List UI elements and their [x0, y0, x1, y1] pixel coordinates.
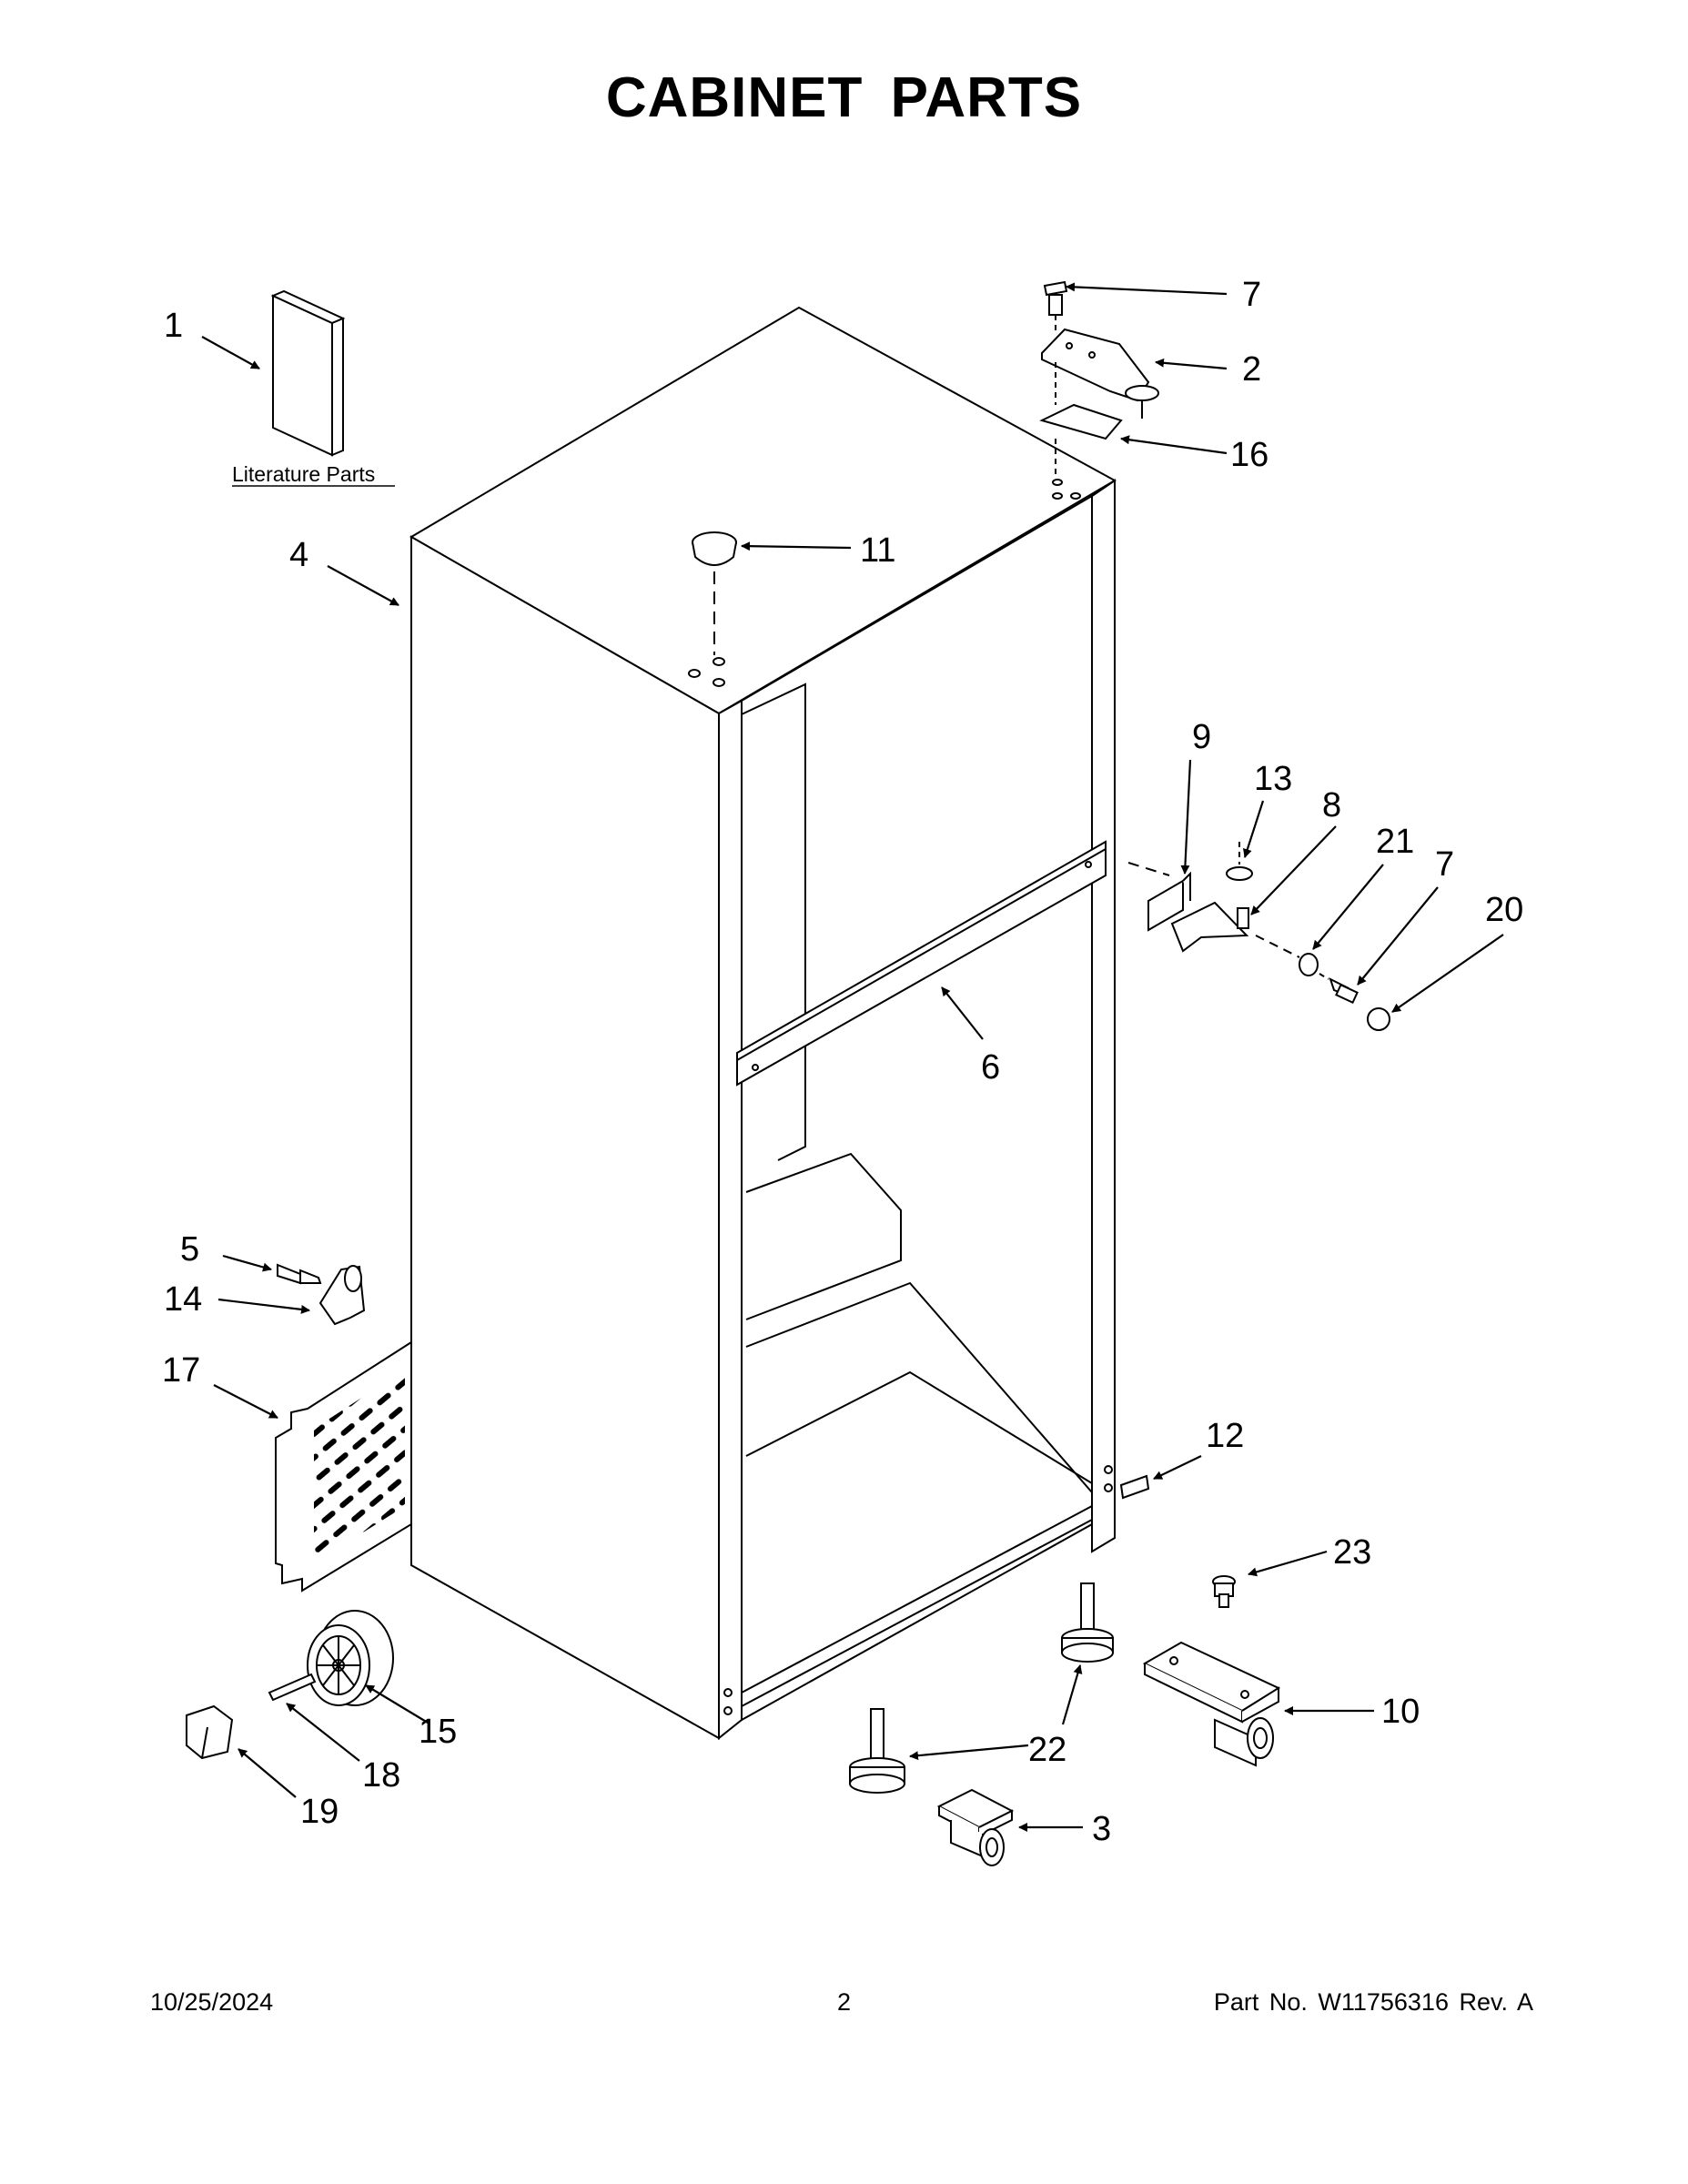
top-hinge-assembly — [1039, 280, 1159, 478]
footer-date: 10/25/2024 — [150, 1988, 274, 2016]
callout-12: 12 — [1206, 1417, 1244, 1455]
callout-2: 2 — [1242, 350, 1261, 389]
clip — [1119, 1474, 1150, 1500]
leader-lines — [201, 282, 1504, 1832]
callout-20: 20 — [1485, 891, 1523, 929]
callout-7-center: 7 — [1435, 845, 1454, 884]
callout-4: 4 — [289, 536, 308, 574]
footer-part-number: Part No. W11756316 Rev. A — [1213, 1988, 1533, 2016]
callout-22: 22 — [1028, 1731, 1066, 1769]
callout-21: 21 — [1376, 823, 1414, 861]
small-roller — [936, 1788, 1015, 1866]
roller-screw — [1212, 1575, 1236, 1608]
callout-19: 19 — [300, 1793, 339, 1831]
callout-15: 15 — [419, 1713, 457, 1751]
literature-booklet — [270, 289, 346, 457]
callout-17: 17 — [162, 1351, 200, 1390]
mullion-bar — [736, 840, 1107, 1087]
top-plug — [692, 531, 737, 655]
callout-6: 6 — [981, 1048, 1000, 1087]
callout-1: 1 — [164, 307, 183, 345]
side-bracket-assembly — [277, 1263, 366, 1326]
callout-16: 16 — [1230, 436, 1269, 474]
callout-7-top: 7 — [1242, 276, 1261, 314]
literature-parts-label: Literature Parts — [232, 462, 375, 486]
front-roller-bracket — [1142, 1641, 1281, 1767]
callout-13: 13 — [1254, 760, 1292, 798]
callout-11: 11 — [860, 531, 895, 570]
callout-9: 9 — [1192, 718, 1211, 756]
center-hinge-assembly — [1127, 842, 1390, 1031]
callout-23: 23 — [1333, 1533, 1371, 1572]
callout-14: 14 — [164, 1280, 202, 1319]
callout-18: 18 — [362, 1756, 400, 1795]
rear-vent-panel — [275, 1340, 412, 1592]
callout-5: 5 — [180, 1230, 199, 1269]
callout-8: 8 — [1322, 786, 1341, 824]
floor-pad — [186, 1704, 234, 1760]
callout-numbers: 1 4 7 2 16 11 9 13 8 21 7 20 6 5 14 17 1… — [162, 276, 1523, 1848]
leveling-legs — [849, 1582, 1114, 1794]
callout-3: 3 — [1092, 1810, 1111, 1848]
rear-roller-wheel — [268, 1610, 394, 1706]
callout-10: 10 — [1381, 1693, 1420, 1731]
refrigerator-cabinet — [409, 306, 1117, 1741]
page-title: CABINET PARTS — [605, 66, 1083, 129]
footer-page-number: 2 — [836, 1988, 852, 2016]
